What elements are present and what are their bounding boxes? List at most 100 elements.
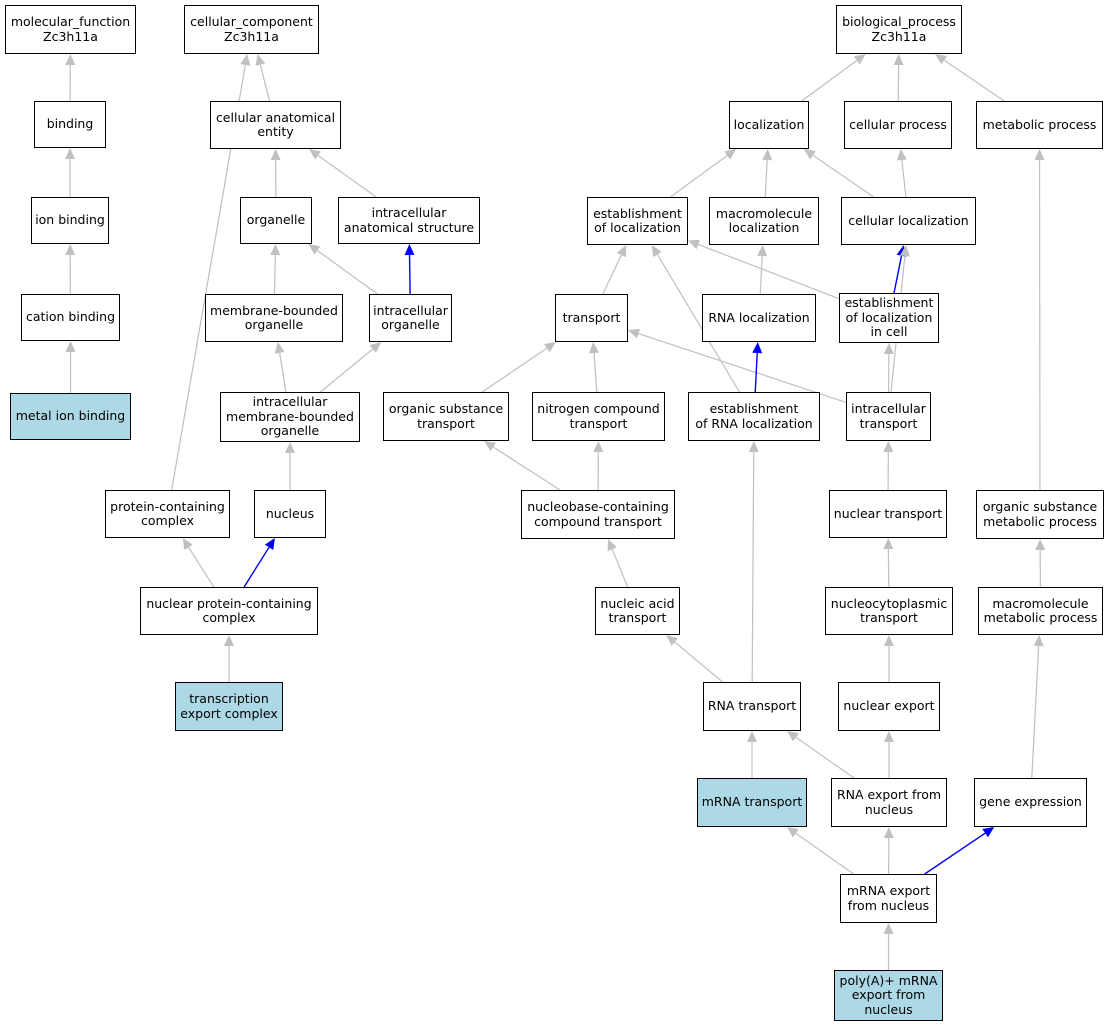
node-label-line: metabolic process (983, 610, 1098, 625)
edge-arrowhead (65, 54, 76, 66)
node-label-line: nucleus (265, 505, 315, 521)
edge-arrowhead (588, 342, 599, 354)
node-label-line: cellular anatomical (215, 109, 336, 125)
node-label-line: ion binding (35, 212, 105, 228)
edge-arrowhead (607, 539, 617, 552)
edge-arrowhead (274, 342, 285, 354)
edge-arrowhead (255, 54, 266, 66)
edge-arrowhead (270, 244, 281, 256)
edge-arrowhead (240, 54, 251, 66)
node-label-line: intracellular (373, 302, 448, 318)
edge-arrowhead (884, 731, 894, 742)
edge-arrowhead (757, 245, 768, 257)
edge-arrowhead (803, 149, 816, 160)
node-label-line: nucleobase-containing (527, 499, 669, 514)
edge-arrowhead (666, 635, 678, 646)
edge-arrowhead (752, 342, 763, 354)
node-label-line: biological_process (842, 14, 956, 29)
node-ion-binding[interactable]: ion binding (31, 197, 109, 244)
node-label-line: intracellular (851, 401, 926, 416)
edge-cae-to-cc (259, 64, 271, 102)
node-label-line: nuclear export (843, 698, 935, 714)
node-label-line: gene expression (979, 794, 1082, 810)
edge-arrowhead (65, 341, 76, 352)
node-nuclear-export[interactable]: nuclear export (838, 682, 940, 731)
node-label-line: nuclear protein-containing (146, 595, 312, 611)
node-gene-expression[interactable]: gene expression (974, 778, 1087, 827)
edge-npcc-to-nucleus (243, 546, 270, 588)
node-rna-transport[interactable]: RNA transport (703, 682, 801, 731)
node-mrna-transport[interactable]: mRNA transport (697, 778, 807, 827)
edge-arrowhead (853, 54, 866, 65)
node-rna-localization[interactable]: RNA localization (702, 294, 816, 342)
edge-arrowhead (935, 54, 947, 65)
node-label-line: from nucleus (847, 897, 930, 913)
node-cation-binding[interactable]: cation binding (21, 294, 120, 341)
node-nucleus[interactable]: nucleus (254, 490, 326, 538)
node-label-line: binding (46, 116, 94, 132)
node-label-line: transcription (189, 691, 269, 706)
edge-arrowhead (1034, 149, 1045, 161)
node-label-line: in cell (870, 324, 908, 340)
edge-arrowhead (747, 731, 757, 742)
edge-arrowhead (285, 442, 295, 453)
node-label-line: RNA localization (708, 309, 810, 325)
node-label-line: complex (141, 513, 194, 528)
edge-arrowhead (264, 538, 275, 550)
node-localization[interactable]: localization (729, 101, 809, 149)
node-label-line: cellular process (849, 116, 947, 132)
node-label-line: RNA export from (836, 787, 942, 802)
node-label-line: organelle (381, 317, 440, 332)
node-label-line: anatomical structure (343, 219, 475, 235)
edge-nat-to-nbct (611, 548, 629, 588)
node-label-line: of localization (594, 220, 681, 235)
node-label-line: transport (562, 309, 621, 325)
node-cellular-localization[interactable]: cellular localization (841, 197, 976, 245)
node-cellular-process[interactable]: cellular process (844, 101, 952, 149)
edge-macloc-to-loc (764, 159, 768, 198)
edge-arrowhead (65, 244, 76, 256)
node-metabolic-process[interactable]: metabolic process (976, 101, 1103, 149)
node-binding[interactable]: binding (34, 101, 106, 148)
edge-arrowhead (182, 538, 193, 550)
node-metal-ion-binding[interactable]: metal ion binding (10, 393, 131, 440)
node-label-line: macromolecule (992, 595, 1089, 611)
edge-arrowhead (484, 441, 496, 452)
edge-arrowhead (1033, 635, 1044, 647)
node-label-line: export complex (180, 705, 278, 721)
node-nuclear-transport[interactable]: nuclear transport (829, 490, 947, 538)
edge-metp-to-bp (943, 59, 1005, 102)
node-label-line: entity (257, 124, 294, 139)
edge-arrowhead (724, 149, 737, 160)
node-organelle[interactable]: organelle (240, 197, 312, 244)
node-transport[interactable]: transport (555, 294, 628, 342)
edge-eolic-to-eol (698, 243, 840, 300)
node-label-line: transport (569, 415, 628, 431)
